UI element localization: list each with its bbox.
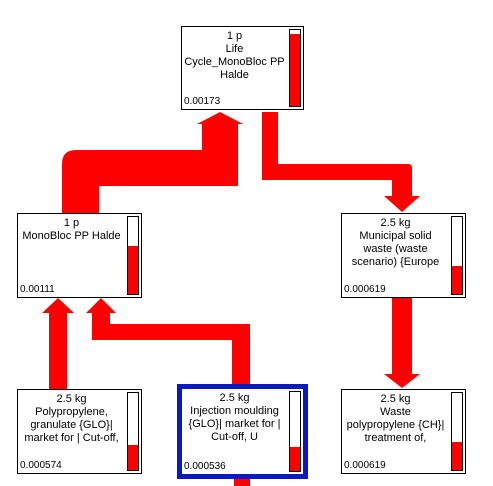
flow-arrow-life-cycle-to-municipal-waste — [262, 112, 420, 212]
impact-bar-fill — [290, 446, 300, 471]
impact-bar — [127, 216, 139, 295]
impact-bar-fill — [128, 245, 138, 294]
flow-arrow-injection-to-monobloc — [86, 298, 250, 384]
node-score: 0.00173 — [184, 96, 221, 107]
node-score: 0.000619 — [344, 460, 386, 471]
node-score: 0.00111 — [20, 284, 55, 295]
flow-arrow-municipal-to-waste-polypropylene — [384, 298, 420, 388]
impact-bar-fill — [128, 444, 138, 470]
node-score: 0.000536 — [184, 461, 226, 472]
node-score: 0.000619 — [344, 284, 386, 295]
flow-stub-injection-input — [234, 478, 250, 486]
impact-bar — [451, 392, 463, 471]
impact-bar-fill — [290, 33, 300, 106]
node-score: 0.000574 — [20, 460, 62, 471]
impact-bar — [289, 29, 301, 107]
impact-bar-fill — [452, 266, 462, 294]
impact-bar-fill — [452, 442, 462, 470]
impact-bar — [289, 391, 301, 472]
flow-arrow-polypropylene-to-monobloc — [42, 298, 74, 389]
flow-arrow-monobloc-to-life-cycle — [62, 112, 243, 213]
impact-bar — [127, 392, 139, 471]
impact-bar — [451, 216, 463, 295]
